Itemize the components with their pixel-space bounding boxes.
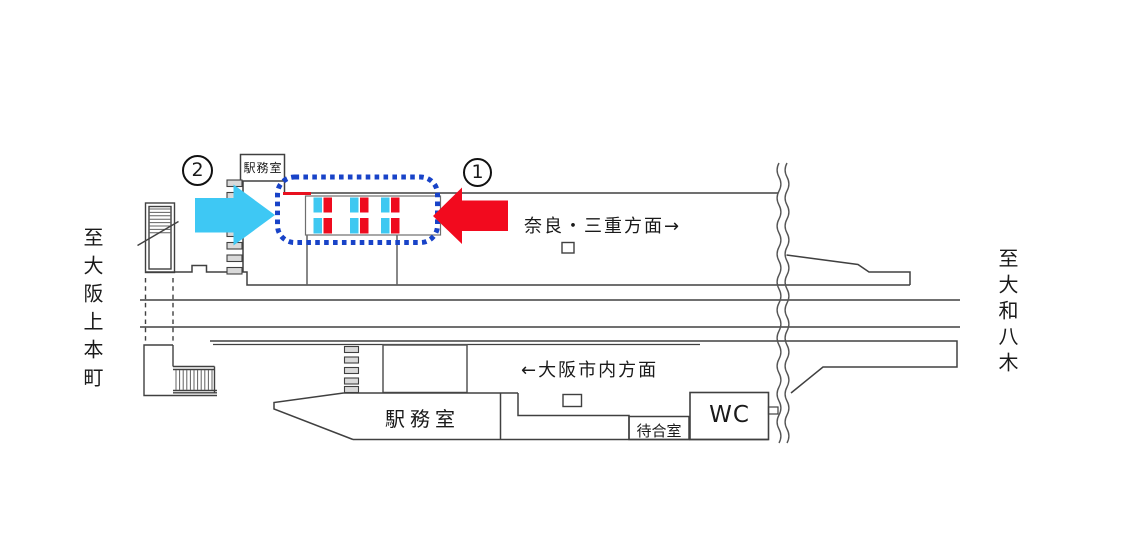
to-yamato-yagi-caption: 至大和八木: [995, 248, 1019, 378]
to-osaka-uehommachi-caption: 至大阪上本町: [80, 227, 104, 395]
lower-office-left-tip: [273, 392, 354, 441]
lower-stairs-bars: [343, 345, 360, 394]
circled-number-2-marker: 2: [182, 155, 213, 186]
waiting-room-label: 待合室: [636, 422, 682, 440]
lower-staircase: [143, 344, 217, 397]
circled-number-1-marker: 1: [463, 158, 492, 187]
lower-office-label: 駅務室: [385, 407, 460, 431]
upper-office-label: 駅務室: [243, 161, 283, 175]
upper-platform-tail: [786, 254, 911, 285]
underpass-dashed-lines: [144, 278, 174, 343]
pillar-marker-upper: [561, 241, 575, 254]
lower-staircase-hatch: [175, 370, 213, 390]
break-wavy-lines: [776, 162, 790, 444]
red-arrow: [433, 187, 508, 244]
wc-box: [689, 391, 770, 441]
upper-staircase-hatch: [149, 208, 171, 234]
gate-bars-red: [323, 197, 400, 234]
dotted-highlight-border: [275, 174, 440, 245]
circled-number-2-text: 2: [191, 159, 204, 181]
direction-osaka-city-label: ←大阪市内方面: [521, 360, 659, 381]
upper-staircase: [137, 202, 179, 274]
track-lines: [140, 299, 960, 328]
gate-bars-cyan: [313, 197, 390, 234]
waiting-room-box: [628, 415, 690, 441]
upper-platform-edge: [145, 264, 910, 286]
circled-number-1-text: 1: [471, 161, 484, 183]
lower-platform: [210, 340, 958, 441]
direction-nara-mie-label: 奈良・三重方面→: [524, 216, 682, 237]
lower-platform-edge: [210, 340, 958, 394]
cyan-arrow: [195, 184, 275, 246]
wc-label: WC: [709, 402, 750, 428]
ticket-gates: [313, 197, 400, 234]
lower-room-box: [382, 344, 468, 394]
upper-office-box: [239, 153, 286, 182]
pillar-marker-lower: [562, 393, 583, 408]
